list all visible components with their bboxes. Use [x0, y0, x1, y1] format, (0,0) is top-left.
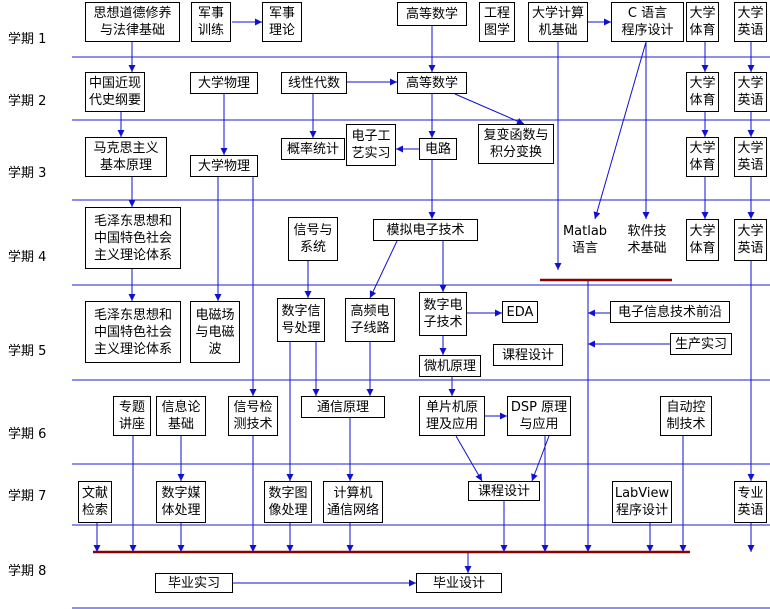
course-s3-complex-functions: 复变函数与 积分变换: [478, 124, 554, 164]
course-s5-eda: EDA: [502, 301, 538, 323]
course-s2-english: 大学 英语: [734, 72, 767, 112]
semester-label-4: 学期 4: [8, 250, 47, 265]
semester-label-2: 学期 2: [8, 94, 47, 109]
course-s8-graduation-practice: 毕业实习: [155, 573, 233, 593]
course-s6-communication: 通信原理: [301, 396, 385, 418]
course-s3-english: 大学 英语: [734, 137, 767, 177]
course-s7-networks: 计算机 通信网络: [323, 481, 383, 523]
course-s8-graduation-design: 毕业设计: [416, 573, 502, 593]
course-s3-pe: 大学 体育: [686, 137, 719, 177]
course-s1-military-theory: 军事 理论: [262, 2, 302, 42]
course-s4-english: 大学 英语: [734, 219, 767, 261]
semester-label-5: 学期 5: [8, 344, 47, 359]
course-s1-english: 大学 英语: [734, 2, 767, 42]
course-s1-pe: 大学 体育: [686, 2, 719, 42]
course-s6-signal-detection: 信号检 测技术: [228, 396, 278, 436]
course-s4-analog-electronics: 模拟电子技术: [373, 219, 478, 241]
semester-label-3: 学期 3: [8, 166, 47, 181]
course-s5-digital-electronics: 数字电 子技术: [419, 292, 467, 336]
course-s6-special-lectures: 专题 讲座: [113, 396, 151, 436]
semester-label-1: 学期 1: [8, 32, 47, 47]
course-s1-ideology: 思想道德修养 与法律基础: [85, 2, 180, 42]
course-s4-mao-thought: 毛泽东思想和 中国特色社会 主义理论体系: [85, 207, 181, 269]
course-s7-multimedia: 数字媒 体处理: [156, 481, 206, 523]
course-s1-military-training: 军事 训练: [191, 2, 231, 42]
course-s4-software-basics: 软件技 术基础: [627, 224, 667, 256]
course-s1-c-programming: C 语言 程序设计: [611, 2, 684, 42]
course-s7-labview: LabView 程序设计: [612, 481, 672, 523]
course-s7-literature-search: 文献 检索: [78, 481, 112, 523]
course-s5-dsp: 数字信 号处理: [277, 298, 325, 342]
course-s5-mao-thought: 毛泽东思想和 中国特色社会 主义理论体系: [85, 301, 181, 363]
course-s4-matlab: Matlab 语言: [562, 224, 608, 256]
course-s1-computer-basics: 大学计算 机基础: [528, 2, 588, 42]
semester-label-6: 学期 6: [8, 427, 47, 442]
prerequisite-arrow: [369, 240, 398, 299]
course-s6-dsp-principle: DSP 原理 与应用: [507, 396, 571, 436]
course-s4-signals-systems: 信号与 系统: [288, 217, 338, 261]
prerequisite-arrow: [454, 93, 525, 125]
course-s3-physics: 大学物理: [190, 155, 258, 177]
course-s6-automatic-control: 自动控 制技术: [660, 396, 712, 436]
course-s7-professional-english: 专业 英语: [734, 481, 767, 523]
course-s5-hf-circuits: 高频电 子线路: [345, 298, 395, 342]
semester-label-8: 学期 8: [8, 564, 47, 579]
course-s3-probability: 概率统计: [281, 138, 345, 160]
course-s1-engineering-drawing: 工程 图学: [479, 2, 515, 42]
course-s5-frontier: 电子信息技术前沿: [610, 301, 730, 323]
course-s4-pe: 大学 体育: [686, 219, 719, 261]
course-s1-advanced-math: 高等数学: [397, 2, 467, 26]
course-s3-electronics-practice: 电子工 艺实习: [346, 124, 396, 166]
course-s7-course-design: 课程设计: [468, 481, 540, 501]
course-s5-microcomputer: 微机原理: [419, 355, 481, 377]
course-s5-production-practice: 生产实习: [670, 333, 732, 355]
prerequisite-arrow: [593, 41, 647, 220]
course-s5-electromagnetic: 电磁场 与电磁 波: [190, 301, 240, 363]
course-s3-marxism: 马克思主义 基本原理: [85, 137, 167, 177]
course-s2-advanced-math: 高等数学: [397, 72, 467, 94]
course-s6-mcu: 单片机原 理及应用: [419, 396, 485, 436]
course-s6-information-theory: 信息论 基础: [156, 396, 206, 436]
course-s2-modern-history: 中国近现 代史纲要: [85, 72, 145, 112]
course-s2-physics: 大学物理: [190, 72, 258, 94]
semester-label-7: 学期 7: [8, 489, 47, 504]
course-s5-course-design: 课程设计: [493, 344, 563, 366]
prerequisite-arrow: [531, 435, 550, 482]
course-s7-image-processing: 数字图 像处理: [264, 481, 312, 523]
course-s2-pe: 大学 体育: [686, 72, 719, 112]
course-s3-circuits: 电路: [419, 138, 457, 160]
prerequisite-arrow: [455, 435, 483, 482]
course-s2-linear-algebra: 线性代数: [281, 72, 347, 94]
